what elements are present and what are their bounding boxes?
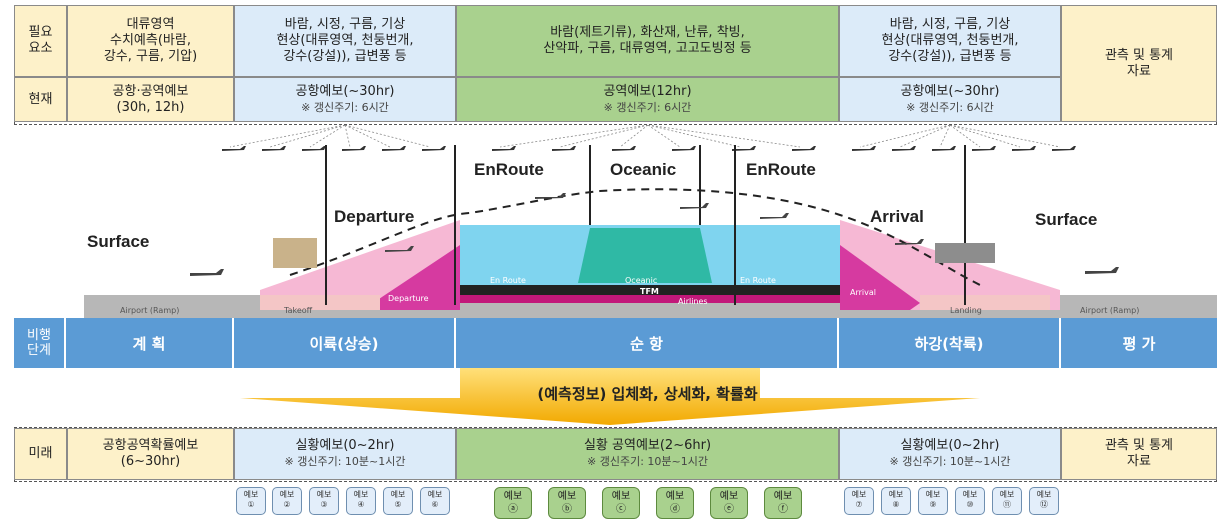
forecast-box-11: 예보 ⑪ (992, 487, 1022, 515)
enroute-left-label: EnRoute (474, 160, 544, 179)
flight-path (289, 188, 981, 286)
forecast-box-3: 예보 ③ (309, 487, 339, 515)
forecast-box-12: 예보 ⑫ (1029, 487, 1059, 515)
phase-descent: 하강(착륙) (839, 318, 1061, 368)
current-arrival-title: 공항예보(~30hr) (900, 83, 1000, 99)
future-cell-planning: 공항공역확률예보 (6~30hr) (67, 428, 234, 480)
current-enroute-note: ※ 갱신주기: 6시간 (603, 100, 692, 114)
future-arrival-note: ※ 갱신주기: 10분~1시간 (889, 455, 1011, 468)
forecast-box-d: 예보 ⓓ (656, 487, 694, 519)
departure-band (370, 245, 460, 310)
needs-cell-enroute: 바람(제트기류), 화산재, 난류, 착빙, 산악파, 구름, 대류영역, 고고… (456, 5, 839, 77)
takeoff-label: Takeoff (284, 306, 313, 315)
future-departure-note: ※ 갱신주기: 10분~1시간 (284, 455, 406, 468)
current-cell-departure: 공항예보(~30hr) ※ 갱신주기: 6시간 (234, 77, 456, 122)
departure-band-label: Departure (388, 294, 429, 303)
surface-right-label: Surface (1035, 210, 1098, 229)
flight-phase-illustration (84, 125, 1217, 318)
current-cell-enroute: 공역예보(12hr) ※ 갱신주기: 6시간 (456, 77, 839, 122)
band-oceanic-label: Oceanic (625, 276, 658, 285)
ramp-right-label: Airport (Ramp) (1080, 306, 1140, 315)
forecast-box-c: 예보 ⓒ (602, 487, 640, 519)
current-planning-title: 공항·공역예보 (30h, 12h) (112, 83, 189, 115)
band-enroute-left-label: En Route (490, 276, 526, 285)
future-planning-title: 공항공역확률예보 (6~30hr) (102, 438, 199, 469)
band-enroute-right-label: En Route (740, 276, 776, 285)
arrival-band (840, 245, 920, 310)
ramp-left-label: Airport (Ramp) (120, 306, 180, 315)
forecast-box-7: 예보 ⑦ (844, 487, 874, 515)
future-cell-observation: 관측 및 통계 자료 (1061, 428, 1217, 480)
oceanic-block (578, 228, 712, 283)
band-airlines-label: Airlines (678, 297, 708, 306)
tfm-band (460, 285, 840, 295)
arrival-band-label: Arrival (850, 288, 876, 297)
plane-icons-row (222, 146, 1076, 151)
needs-row-label: 필요 요소 (14, 5, 67, 77)
future-departure-title: 실황예보(0~2hr) (295, 438, 395, 453)
observation-stats-cell: 관측 및 통계 자료 (1061, 5, 1217, 122)
airlines-band (460, 295, 840, 303)
landing-label: Landing (950, 306, 982, 315)
departure-label: Departure (334, 207, 415, 226)
future-cell-arrival: 실황예보(0~2hr) ※ 갱신주기: 10분~1시간 (839, 428, 1061, 480)
forecast-box-6: 예보 ⑥ (420, 487, 450, 515)
current-cell-arrival: 공항예보(~30hr) ※ 갱신주기: 6시간 (839, 77, 1061, 122)
forecast-box-1: 예보 ① (236, 487, 266, 515)
current-enroute-title: 공역예보(12hr) (603, 83, 692, 99)
band-tfm-label: TFM (640, 287, 659, 296)
forecast-box-5: 예보 ⑤ (383, 487, 413, 515)
oceanic-label: Oceanic (610, 160, 677, 179)
current-departure-note: ※ 갱신주기: 6시간 (301, 100, 389, 114)
needs-cell-planning: 대류영역 수치예측(바람, 강수, 구름, 기압) (67, 5, 234, 77)
future-enroute-note: ※ 갱신주기: 10분~1시간 (587, 455, 708, 468)
ramp-right (920, 295, 1050, 310)
current-departure-title: 공항예보(~30hr) (295, 83, 395, 99)
forecast-box-e: 예보 ⓔ (710, 487, 748, 519)
current-row-label: 현재 (14, 77, 67, 122)
future-enroute-title: 실황 공역예보(2~6hr) (583, 438, 712, 453)
phase-bar-label: 비행 단계 (14, 318, 66, 368)
arrival-label: Arrival (870, 207, 924, 226)
forecast-box-8: 예보 ⑧ (881, 487, 911, 515)
future-row-label: 미래 (14, 428, 67, 480)
needs-cell-arrival: 바람, 시정, 구름, 기상 현상(대류영역, 천둥번개, 강수(강설)), 급… (839, 5, 1061, 77)
forecast-box-9: 예보 ⑨ (918, 487, 948, 515)
forecast-box-2: 예보 ② (272, 487, 302, 515)
phase-takeoff: 이륙(상승) (234, 318, 456, 368)
airport-building-left (273, 238, 317, 268)
surface-left-label: Surface (87, 232, 150, 251)
arrow-caption: (예측정보) 입체화, 상세화, 확률화 (537, 385, 758, 403)
forecast-box-b: 예보 ⓑ (548, 487, 586, 519)
phase-evaluation: 평 가 (1061, 318, 1217, 368)
future-cell-enroute: 실황 공역예보(2~6hr) ※ 갱신주기: 10분~1시간 (456, 428, 839, 480)
connector-lines (229, 125, 1061, 148)
future-cell-departure: 실황예보(0~2hr) ※ 갱신주기: 10분~1시간 (234, 428, 456, 480)
future-arrival-title: 실황예보(0~2hr) (900, 438, 1000, 453)
future-observation-title: 관측 및 통계 자료 (1104, 438, 1174, 469)
current-arrival-note: ※ 갱신주기: 6시간 (906, 100, 994, 114)
ramp-left (260, 295, 380, 310)
airport-building-right (935, 243, 995, 263)
needs-cell-departure: 바람, 시정, 구름, 기상 현상(대류영역, 천둥번개, 강수(강설)), 급… (234, 5, 456, 77)
forecast-box-a: 예보 ⓐ (494, 487, 532, 519)
down-arrow (240, 368, 980, 425)
forecast-box-10: 예보 ⑩ (955, 487, 985, 515)
phase-cruise: 순 항 (456, 318, 839, 368)
scene-planes (190, 193, 1119, 276)
enroute-right-label: EnRoute (746, 160, 816, 179)
forecast-box-4: 예보 ④ (346, 487, 376, 515)
phase-planning: 계 획 (66, 318, 234, 368)
forecast-box-f: 예보 ⓕ (764, 487, 802, 519)
current-cell-planning: 공항·공역예보 (30h, 12h) (67, 77, 234, 122)
phase-dividers (325, 145, 966, 305)
